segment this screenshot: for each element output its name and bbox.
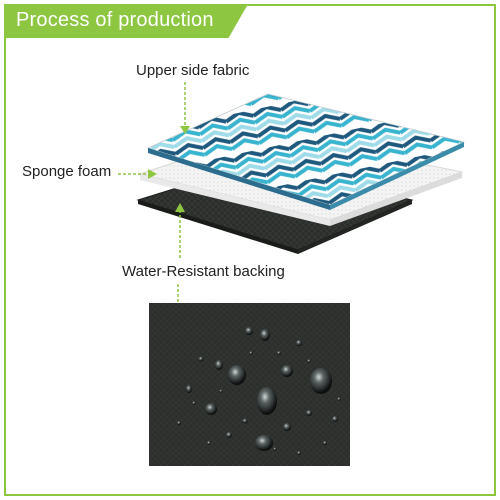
sponge-foam-arrow xyxy=(118,169,157,179)
backing-arrow xyxy=(175,203,185,260)
upper-fabric-arrow xyxy=(180,82,190,134)
sponge-foam-label: Sponge foam xyxy=(22,163,112,180)
water-droplets xyxy=(177,327,341,455)
water-resistant-label: Water-Resistant backing xyxy=(122,263,285,280)
water-droplets-photo xyxy=(149,303,350,466)
header-banner xyxy=(4,4,248,38)
upper-fabric-label: Upper side fabric xyxy=(136,62,250,79)
page-title: Process of production xyxy=(16,9,214,31)
green-frame xyxy=(4,4,496,496)
